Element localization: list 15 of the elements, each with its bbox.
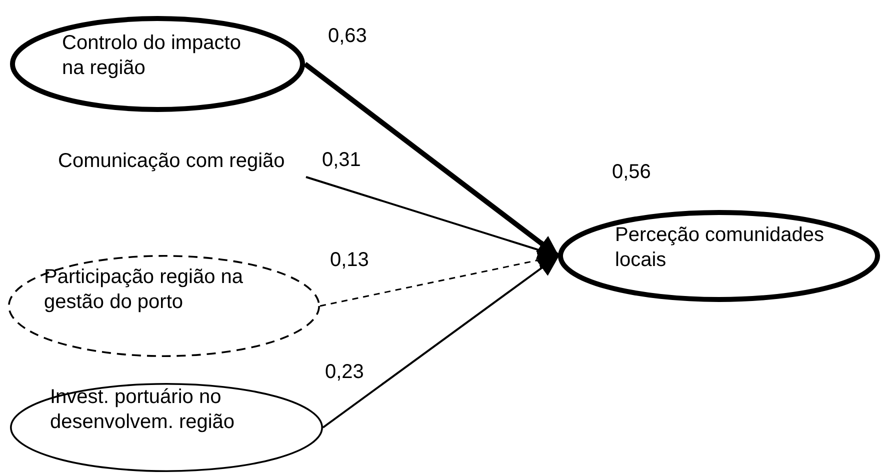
coefficient-label: 0,13 <box>330 248 369 273</box>
ellipse-node <box>10 16 305 112</box>
node-label: Participação região na gestão do porto <box>44 265 244 315</box>
node-label: Comunicação com região <box>58 149 286 174</box>
node-label: Perceção comunidades locais <box>615 223 826 273</box>
node-label: Controlo do impacto na região <box>62 31 242 81</box>
ellipse-node <box>10 383 323 472</box>
node-label: Invest. portuário no desenvolvem. região <box>50 385 236 435</box>
coefficient-label: 0,23 <box>325 360 364 385</box>
coefficient-label: 0,63 <box>328 24 367 49</box>
coefficient-label: 0,31 <box>322 148 361 173</box>
arrow <box>322 254 560 428</box>
coefficient-label: 0,56 <box>612 160 651 185</box>
ellipse-node <box>558 210 880 302</box>
ellipse-node <box>8 255 320 357</box>
